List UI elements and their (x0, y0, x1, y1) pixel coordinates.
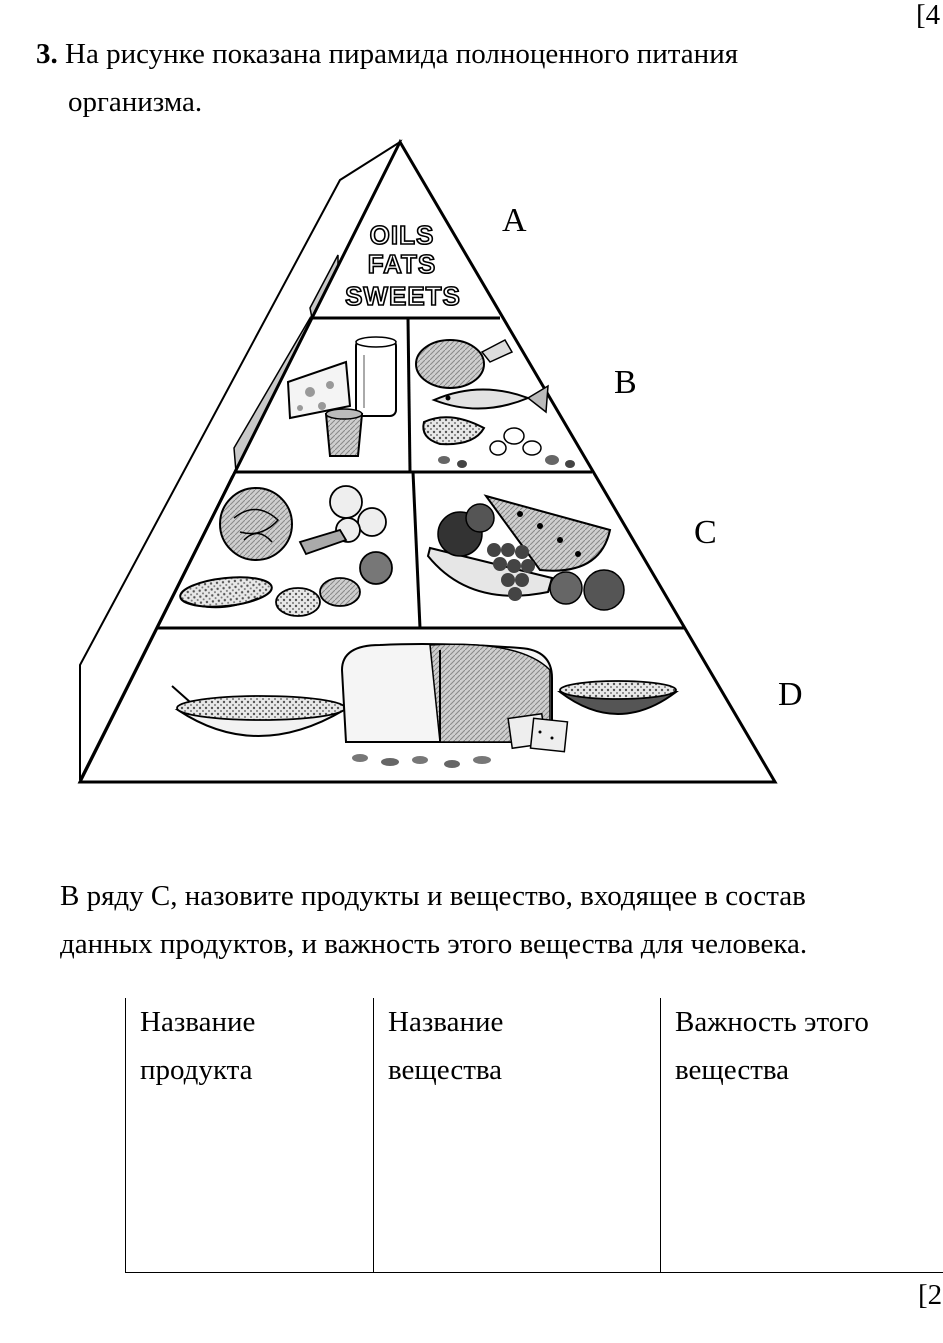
instruction-line-1: В ряду С, назовите продукты и вещество, … (60, 880, 806, 912)
answer-table: Название продукта Название вещества Важн… (125, 998, 943, 1273)
level-label-a: A (502, 204, 527, 238)
question-text-1: На рисунке показана пирамида полноценног… (65, 38, 738, 70)
marks-indicator-top: [4 (916, 0, 940, 30)
header-product-name-line2: продукта (140, 1046, 255, 1094)
header-product-name-line1: Название (140, 998, 255, 1046)
cabbage-icon (220, 488, 292, 560)
level-label-d: D (778, 678, 803, 712)
marks-indicator-bottom: [2 (918, 1280, 942, 1310)
table-col-divider-2 (660, 998, 661, 1273)
level-label-b: B (614, 366, 637, 400)
instruction-line-2: данных продуктов, и важность этого вещес… (60, 928, 807, 960)
fats-text: FATS (368, 249, 437, 279)
answer-cell-importance[interactable] (662, 1123, 941, 1269)
header-substance-importance-line1: Важность этого (675, 998, 869, 1046)
header-substance-name-line2: вещества (388, 1046, 503, 1094)
milk-glass-icon (356, 337, 396, 416)
answer-cell-substance[interactable] (375, 1123, 658, 1269)
header-product-name: Название продукта (140, 998, 255, 1094)
table-left-border (125, 998, 126, 1273)
header-substance-name: Название вещества (388, 998, 503, 1094)
table-bottom-border (125, 1272, 943, 1273)
header-substance-importance: Важность этого вещества (675, 998, 869, 1094)
question-line-1: 3. На рисунке показана пирамида полноцен… (36, 38, 738, 70)
yogurt-cup-icon (326, 409, 362, 456)
table-col-divider-1 (373, 998, 374, 1273)
divider-b-vertical (408, 318, 410, 472)
question-line-2: организма. (68, 86, 202, 118)
oils-text: OILS (370, 220, 435, 250)
level-label-c: C (694, 516, 717, 550)
sweets-text: SWEETS (345, 281, 461, 311)
question-number: 3. (36, 38, 58, 70)
answer-cell-product[interactable] (127, 1123, 371, 1269)
header-substance-name-line1: Название (388, 998, 503, 1046)
header-substance-importance-line2: вещества (675, 1046, 869, 1094)
